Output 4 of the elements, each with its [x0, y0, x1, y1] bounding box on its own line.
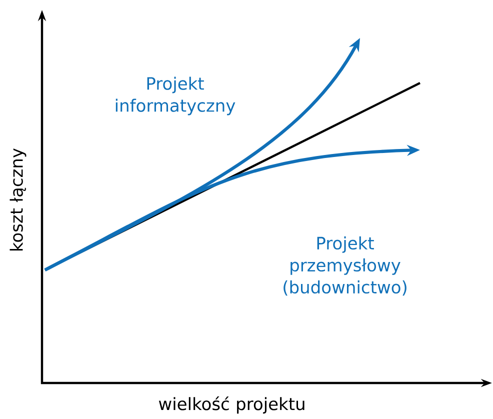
axis-label: wielkość projektu — [158, 396, 304, 414]
curve-label: Projekt informatyczny — [116, 76, 236, 116]
curve-label: Projekt przemysłowy (budownictwo) — [284, 236, 406, 296]
axis-label: koszt łączny — [10, 148, 26, 250]
